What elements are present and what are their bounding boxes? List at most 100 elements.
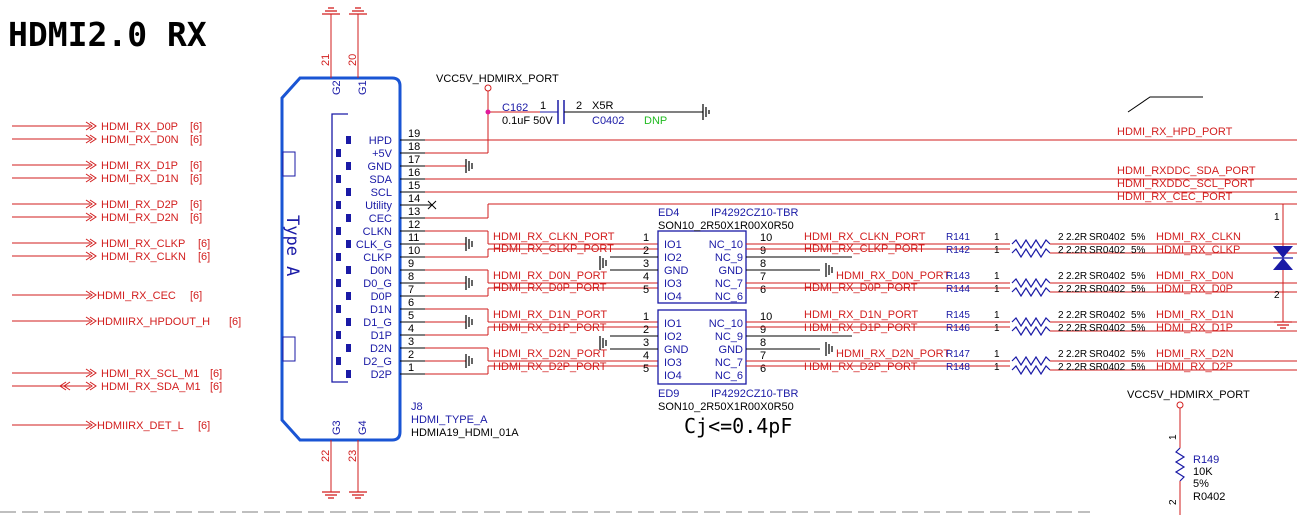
- resistor-net: HDMI_RX_D1N: [1156, 309, 1234, 321]
- connector-pin-number: 5: [408, 310, 414, 322]
- connector-pin-name: HPD: [369, 135, 392, 147]
- shell-pin-name: G1: [357, 80, 369, 95]
- r149-package: R0402: [1193, 491, 1225, 503]
- esd-package: SON10_2R50X1R00X0R50: [658, 401, 794, 413]
- resistor-pin: 2: [1058, 362, 1064, 373]
- left-net-ref: [6]: [229, 316, 241, 328]
- left-net-ref: [6]: [210, 368, 222, 380]
- cap-pin-number: 1: [540, 100, 546, 112]
- connector-pin-name: Utility: [365, 200, 392, 212]
- esd-pin-name: NC_10: [709, 239, 743, 251]
- cap-pin-number: 2: [576, 100, 582, 112]
- connector-pin-name: SCL: [371, 187, 392, 199]
- connector-pin-number: 3: [408, 336, 414, 348]
- resistor-pin: 1: [994, 284, 1000, 295]
- esd-pin-number: 8: [760, 258, 766, 270]
- resistor-tolerance: 5%: [1131, 310, 1146, 321]
- resistor-value: 2.2R: [1066, 245, 1087, 256]
- left-net-ref: [6]: [190, 199, 202, 211]
- resistor-refdes: R142: [946, 245, 970, 256]
- left-net-label: HDMI_RX_D0P: [101, 121, 178, 133]
- connector-pin-name: D2_G: [363, 356, 392, 368]
- left-net-ref: [6]: [198, 420, 210, 432]
- resistor-package: SR0402: [1089, 284, 1126, 295]
- left-net-ref: [6]: [190, 173, 202, 185]
- resistor-package: SR0402: [1089, 310, 1126, 321]
- left-net-label: HDMI_RX_D1N: [101, 173, 179, 185]
- esd-refdes: ED4: [658, 207, 679, 219]
- esd-right-net: HDMI_RX_D0N_PORT: [836, 270, 950, 282]
- connector-pin-number: 13: [408, 206, 420, 218]
- left-net-label: HDMI_RX_SCL_M1: [101, 368, 199, 380]
- esd-pin-name: GND: [719, 265, 744, 277]
- resistor-pin: 1: [994, 349, 1000, 360]
- resistor-value: 2.2R: [1066, 284, 1087, 295]
- resistor-refdes: R144: [946, 284, 970, 295]
- connector-pin-number: 18: [408, 141, 420, 153]
- connector-pin-number: 16: [408, 167, 420, 179]
- resistor-tolerance: 5%: [1131, 245, 1146, 256]
- page-title: HDMI2.0 RX: [8, 15, 207, 54]
- connector-pin-name: D1_G: [363, 317, 392, 329]
- esd-ed4: [657, 230, 747, 304]
- esd-pin-number: 5: [643, 363, 649, 375]
- left-net-ref: [6]: [190, 121, 202, 133]
- esd-left-net: HDMI_RX_D1N_PORT: [493, 309, 607, 321]
- left-net-ref: [6]: [190, 160, 202, 172]
- esd-pin-number: 2: [643, 245, 649, 257]
- connector-pin-name: D2N: [370, 343, 392, 355]
- shell-pin-number: 23: [347, 450, 359, 462]
- resistor-tolerance: 5%: [1131, 323, 1146, 334]
- left-net-ref: [6]: [190, 212, 202, 224]
- resistor-tolerance: 5%: [1131, 271, 1146, 282]
- resistor-value: 2.2R: [1066, 271, 1087, 282]
- resistor-value: 2.2R: [1066, 232, 1087, 243]
- esd-right-net: HDMI_RX_CLKN_PORT: [804, 231, 926, 243]
- series-resistors: [1011, 239, 1051, 375]
- connector-pin-number: 14: [408, 193, 420, 205]
- connector-pin-number: 8: [408, 271, 414, 283]
- cap-value: 0.1uF 50V: [502, 115, 553, 127]
- connector-pin-number: 7: [408, 284, 414, 296]
- shell-pin-name: G4: [357, 420, 369, 435]
- connector-pin-number: 12: [408, 219, 420, 231]
- resistor-net: HDMI_RX_D2N: [1156, 348, 1234, 360]
- connector-pin-name: CEC: [369, 213, 392, 225]
- resistor-package: SR0402: [1089, 245, 1126, 256]
- esd-pin-number: 7: [760, 350, 766, 362]
- esd-pin-number: 4: [643, 350, 649, 362]
- connector-pin-name: D1P: [371, 330, 392, 342]
- esd-pin-number: 9: [760, 324, 766, 336]
- esd-pin-name: IO1: [664, 239, 682, 251]
- esd-pin-name: NC_10: [709, 318, 743, 330]
- left-net-label: HDMIIRX_HPDOUT_H: [97, 316, 210, 328]
- esd-part: IP4292CZ10-TBR: [711, 207, 798, 219]
- resistor-net: HDMI_RX_D0N: [1156, 270, 1234, 282]
- esd-left-net: HDMI_RX_D2P_PORT: [493, 361, 607, 373]
- connector-refdes: J8: [411, 401, 423, 413]
- esd-pin-name: IO4: [664, 291, 682, 303]
- esd-pin-number: 10: [760, 232, 772, 244]
- left-net-group: [12, 121, 97, 430]
- esd-pin-name: IO3: [664, 357, 682, 369]
- esd-pin-number: 1: [643, 232, 649, 244]
- resistor-pin: 2: [1058, 245, 1064, 256]
- resistor-pin: 2: [1058, 271, 1064, 282]
- connector-pin-name: CLKP: [363, 252, 392, 264]
- left-net-label: HDMI_RX_CLKN: [101, 251, 186, 263]
- shell-pin-name: G2: [331, 80, 343, 95]
- connector-pin-name: D0N: [370, 265, 392, 277]
- resistor-tolerance: 5%: [1131, 349, 1146, 360]
- esd-pin-number: 8: [760, 337, 766, 349]
- diode-pin: 1: [1274, 212, 1280, 223]
- resistor-pin: 2: [1058, 349, 1064, 360]
- esd-pin-number: 1: [643, 311, 649, 323]
- esd-right-net: HDMI_RX_D2P_PORT: [804, 361, 918, 373]
- connector-pin-name: D0P: [371, 291, 392, 303]
- esd-right-net: HDMI_RX_D1N_PORT: [804, 309, 918, 321]
- resistor-pin: 2: [1058, 284, 1064, 295]
- connector-footprint: HDMIA19_HDMI_01A: [411, 427, 519, 439]
- resistor-value: 2.2R: [1066, 323, 1087, 334]
- esd-pin-number: 10: [760, 311, 772, 323]
